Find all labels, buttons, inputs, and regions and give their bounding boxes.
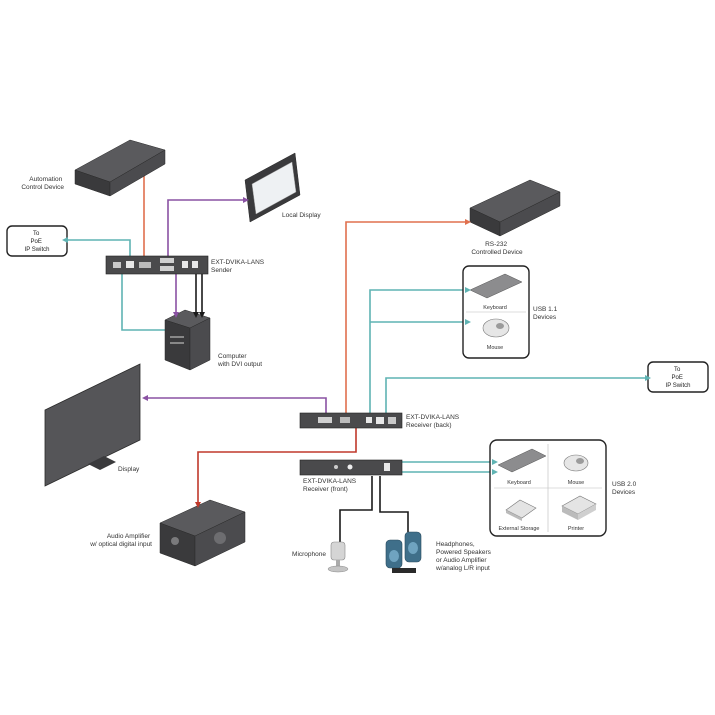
microphone-icon bbox=[327, 541, 349, 573]
label-microphone: Microphone bbox=[292, 551, 326, 558]
cable-sender-local-display bbox=[167, 199, 243, 262]
computer-tower-icon bbox=[164, 309, 211, 371]
tv-display-icon bbox=[44, 363, 141, 487]
label-receiver-front: EXT-DVIKA-LANS Receiver (front) bbox=[303, 478, 358, 493]
svg-text:To PoE IP Switch: To PoE IP Switch bbox=[666, 367, 691, 389]
mouse-icon bbox=[482, 318, 510, 338]
cable-sender-poe1 bbox=[68, 239, 131, 262]
external-storage-icon bbox=[505, 499, 537, 521]
label-sender: EXT-DVIKA-LANS Sender bbox=[211, 259, 266, 274]
automation-device-icon bbox=[74, 139, 166, 197]
cable-receiver-poe2 bbox=[385, 377, 645, 413]
arrowheads bbox=[62, 197, 651, 508]
speakers-icon bbox=[385, 531, 422, 573]
monitor-icon bbox=[244, 152, 301, 223]
label-rs232: RS-232 Controlled Device bbox=[471, 241, 523, 256]
label-local-display: Local Display bbox=[282, 212, 321, 219]
cable-receiver-keyboard11 bbox=[369, 289, 465, 413]
label-receiver-back: EXT-DVIKA-LANS Receiver (back) bbox=[406, 414, 461, 429]
usb11-devices-box: Keyboard Mouse bbox=[462, 265, 530, 359]
label-keyboard-20: Keyboard bbox=[507, 480, 531, 486]
label-mouse-11: Mouse bbox=[487, 345, 504, 351]
cables bbox=[68, 170, 645, 542]
label-automation-control: Automation Control Device bbox=[21, 176, 64, 191]
receiver-back-unit bbox=[299, 412, 403, 429]
cable-receiver-display bbox=[148, 397, 327, 416]
label-printer: Printer bbox=[568, 526, 584, 532]
label-usb11: USB 1.1 Devices bbox=[533, 306, 559, 321]
label-usb20: USB 2.0 Devices bbox=[612, 481, 638, 496]
label-computer: Computer with DVI output bbox=[217, 353, 262, 368]
receiver-front-unit bbox=[299, 459, 403, 476]
label-keyboard-11: Keyboard bbox=[483, 305, 507, 311]
rs232-device-icon bbox=[469, 179, 561, 237]
poe-switch-box-1: To PoE IP Switch bbox=[6, 225, 68, 257]
cable-sender-computer bbox=[121, 272, 165, 331]
svg-text:To PoE IP Switch: To PoE IP Switch bbox=[25, 231, 50, 253]
cable-receiver-audio-amp bbox=[197, 428, 357, 502]
sender-unit bbox=[105, 255, 209, 275]
label-headphones: Headphones, Powered Speakers or Audio Am… bbox=[435, 541, 493, 572]
audio-amplifier-icon bbox=[159, 499, 246, 567]
poe-switch-box-2: To PoE IP Switch bbox=[647, 361, 709, 393]
keyboard-icon bbox=[497, 448, 547, 473]
keyboard-icon bbox=[469, 273, 523, 299]
cable-front-headphones bbox=[379, 476, 409, 532]
usb20-devices-box: Keyboard Mouse External Storage Printer bbox=[489, 439, 607, 537]
cable-receiver-rs232 bbox=[345, 221, 465, 413]
label-external-storage: External Storage bbox=[499, 526, 540, 532]
cable-front-microphone bbox=[339, 476, 373, 542]
label-audio-amp: Audio Amplifier w/ optical digital input bbox=[89, 533, 152, 548]
mouse-icon bbox=[563, 454, 589, 472]
printer-icon bbox=[561, 495, 597, 520]
label-mouse-20: Mouse bbox=[568, 480, 585, 486]
label-display: Display bbox=[118, 466, 140, 473]
